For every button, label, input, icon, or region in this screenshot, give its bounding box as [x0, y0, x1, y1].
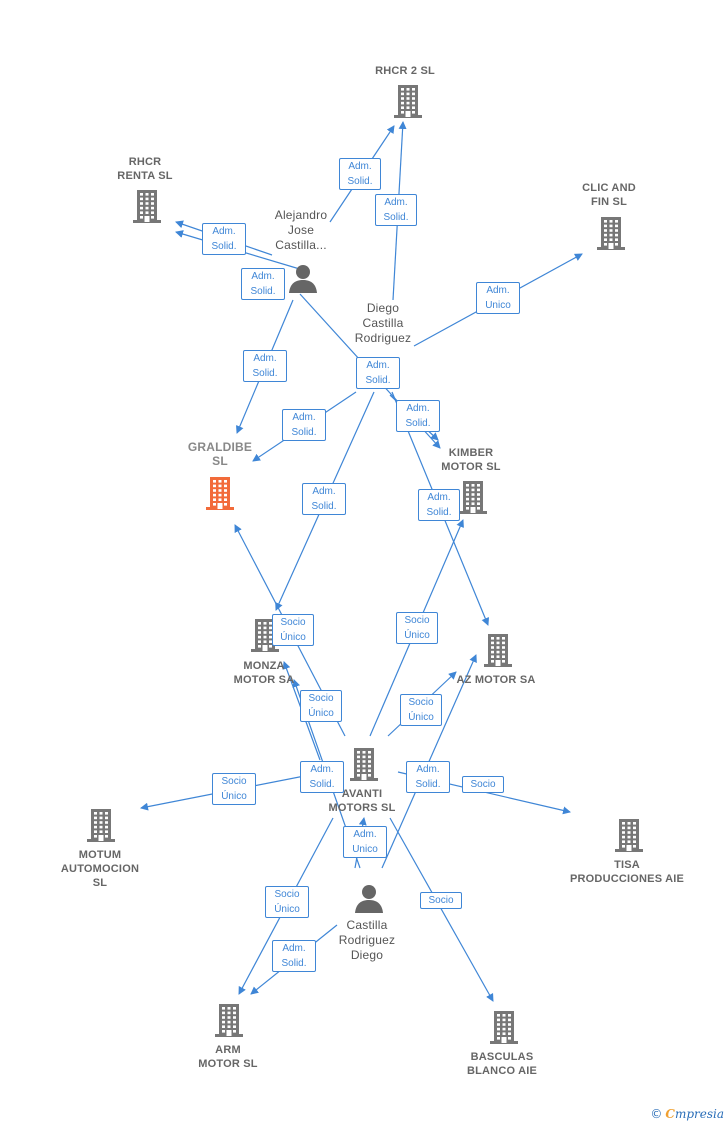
building-icon[interactable]: [595, 215, 627, 256]
node-rhcr2-label[interactable]: RHCR 2 SL: [375, 65, 435, 77]
edge-label-avanti-az-motor: Socio Único: [400, 694, 442, 726]
node-castilla-diego-label[interactable]: Castilla Rodriguez Diego: [338, 918, 396, 962]
edge-label-alejandro-graldibe: Adm. Solid.: [243, 350, 287, 382]
node-diego-label[interactable]: Diego Castilla Rodriguez: [354, 301, 412, 345]
node-graldibe-label[interactable]: GRALDIBE SL: [187, 440, 253, 468]
copyright-symbol: ©: [650, 1107, 663, 1121]
node-rhcr-renta-label[interactable]: RHCR RENTA SL: [117, 156, 173, 182]
empresia-watermark: ©Cmpresia: [650, 1107, 724, 1121]
building-icon[interactable]: [392, 83, 424, 124]
edge-label-avanti-motum: Socio Único: [212, 773, 256, 805]
edge-label-diego-rhcr2: Adm. Solid.: [375, 194, 417, 226]
node-kimber-label[interactable]: KIMBER MOTOR SL: [441, 447, 501, 473]
edge-label-castilla-monza: Adm. Solid.: [300, 761, 344, 793]
building-icon[interactable]: [457, 479, 489, 520]
building-icon[interactable]: [482, 632, 514, 673]
edge-label-diego-graldibe: Adm. Solid.: [282, 409, 326, 441]
node-alejandro-label[interactable]: Alejandro Jose Castilla...: [274, 208, 328, 252]
edge-label-castilla-az-motor: Adm. Solid.: [406, 761, 450, 793]
node-avanti-label[interactable]: AVANTI MOTORS SL: [328, 788, 396, 814]
focus-building-icon[interactable]: [204, 475, 236, 516]
edge-label-diego-kimber: Adm. Solid.: [396, 400, 440, 432]
person-icon[interactable]: [287, 262, 319, 299]
node-basculas-label[interactable]: BASCULAS BLANCO AIE: [466, 1051, 538, 1077]
node-arm-label[interactable]: ARM MOTOR SL: [198, 1044, 258, 1070]
edge-label-diego-clic: Adm. Unico: [476, 282, 520, 314]
brand-initial: C: [665, 1107, 675, 1121]
building-icon[interactable]: [488, 1009, 520, 1050]
edge-label-avanti-kimber: Socio Único: [396, 612, 438, 644]
edge-label-diego-az-motor: Adm. Solid.: [418, 489, 460, 521]
edge-label-castilla-avanti: Adm. Unico: [343, 826, 387, 858]
node-motum-label[interactable]: MOTUM AUTOMOCION SL: [60, 849, 140, 889]
building-icon[interactable]: [249, 617, 281, 658]
node-tisa-label[interactable]: TISA PRODUCCIONES AIE: [569, 859, 685, 885]
edge-label-avanti-basculas: Socio: [420, 892, 462, 909]
building-icon[interactable]: [213, 1002, 245, 1043]
node-az-motor-label[interactable]: AZ MOTOR SA: [456, 674, 536, 686]
node-monza-label[interactable]: MONZA MOTOR SA: [233, 660, 295, 686]
building-icon[interactable]: [613, 817, 645, 858]
edge-label-diego-hub: Adm. Solid.: [356, 357, 400, 389]
edge-label-castilla-arm: Adm. Solid.: [272, 940, 316, 972]
edge-label-alejandro-rhcr2: Adm. Solid.: [339, 158, 381, 190]
building-icon[interactable]: [348, 746, 380, 787]
edge-label-diego-monza: Adm. Solid.: [302, 483, 346, 515]
edge-label-avanti-monza: Socio Único: [300, 690, 342, 722]
edge-label-avanti-graldibe: Socio Único: [272, 614, 314, 646]
node-clic-and-fin-label[interactable]: CLIC AND FIN SL: [582, 182, 636, 208]
edge-label-alejandro-rhcr-renta: Adm. Solid.: [202, 223, 246, 255]
edge-label-avanti-arm: Socio Único: [265, 886, 309, 918]
edge-label-avanti-tisa: Socio: [462, 776, 504, 793]
brand-name: mpresia: [674, 1107, 724, 1121]
person-icon[interactable]: [353, 882, 385, 919]
edge-label-diego-rhcr-renta: Adm. Solid.: [241, 268, 285, 300]
building-icon[interactable]: [85, 807, 117, 848]
edge-line: [389, 817, 494, 1002]
building-icon[interactable]: [131, 188, 163, 229]
